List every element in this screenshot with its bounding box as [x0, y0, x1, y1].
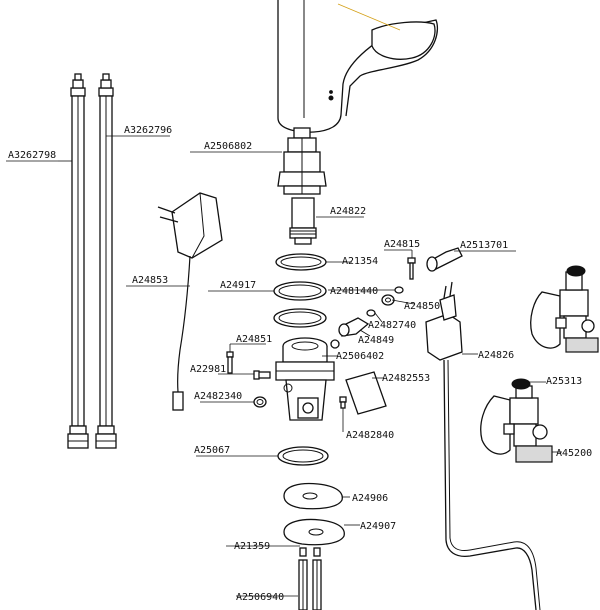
- label-a2506402: A2506402: [336, 351, 384, 362]
- label-a24815: A24815: [384, 239, 420, 250]
- label-sticker: [345, 371, 387, 415]
- studs-a2506940: [298, 559, 322, 610]
- pin-a24815: [407, 257, 416, 280]
- screw-a2482340: [253, 396, 267, 408]
- screw-a22981: [253, 370, 271, 380]
- plate-a24906: [283, 482, 343, 510]
- cartridge-headpart: [277, 127, 327, 195]
- flexible-hose-left: [67, 73, 89, 449]
- label-a24822: A24822: [330, 206, 366, 217]
- label-a2481440: A2481440: [330, 286, 378, 297]
- label-a24826: A24826: [478, 350, 514, 361]
- o-ring-a25067: [277, 446, 329, 466]
- screw-a24851: [226, 351, 234, 374]
- flexible-hose-right: [95, 73, 117, 449]
- sensor-cable: [425, 281, 541, 610]
- angle-valve-upper: [530, 265, 599, 353]
- label-a3262796: A3262796: [124, 125, 172, 136]
- label-a3262798: A3262798: [8, 150, 56, 161]
- part-labels: A3262798 A3262796 A2506802 A24822 A24815…: [8, 125, 592, 603]
- o-ring-a21354: [275, 253, 327, 271]
- label-a24853: A24853: [132, 275, 168, 286]
- fitting-a24849: [330, 317, 370, 349]
- label-a2513701: A2513701: [460, 240, 508, 251]
- label-a24849: A24849: [358, 335, 394, 346]
- connector-a2513701: [426, 247, 463, 272]
- label-a21359: A21359: [234, 541, 270, 552]
- label-a24917: A24917: [220, 280, 256, 291]
- label-a24907: A24907: [360, 521, 396, 532]
- angle-valve-lower: [480, 378, 553, 463]
- studs-a21359: [299, 547, 321, 557]
- label-a2506802: A2506802: [204, 141, 252, 152]
- faucet-body: [277, 0, 439, 133]
- label-a2506940: A2506940: [236, 592, 284, 603]
- o-ring-a24917-upper: [273, 281, 327, 301]
- washer-a2481440: [394, 286, 404, 294]
- label-a22981: A22981: [190, 364, 226, 375]
- label-a2482840: A2482840: [346, 430, 394, 441]
- label-a2482740: A2482740: [368, 320, 416, 331]
- power-adapter: [157, 192, 223, 411]
- label-a45200: A45200: [556, 448, 592, 459]
- plate-a24907: [283, 518, 345, 546]
- label-a25067: A25067: [194, 445, 230, 456]
- label-a21354: A21354: [342, 256, 378, 267]
- label-a2482553: A2482553: [382, 373, 430, 384]
- valve-body: [275, 337, 335, 421]
- label-a24850: A24850: [404, 301, 440, 312]
- leader-lines: [6, 135, 562, 597]
- label-a2482340: A2482340: [194, 391, 242, 402]
- solenoid-valve: [289, 197, 317, 245]
- o-ring-a24917-lower: [273, 308, 327, 328]
- screw-a2482840: [339, 396, 347, 409]
- washer-a2482740: [366, 309, 376, 317]
- label-a24906: A24906: [352, 493, 388, 504]
- label-a24851: A24851: [236, 334, 272, 345]
- label-a25313: A25313: [546, 376, 582, 387]
